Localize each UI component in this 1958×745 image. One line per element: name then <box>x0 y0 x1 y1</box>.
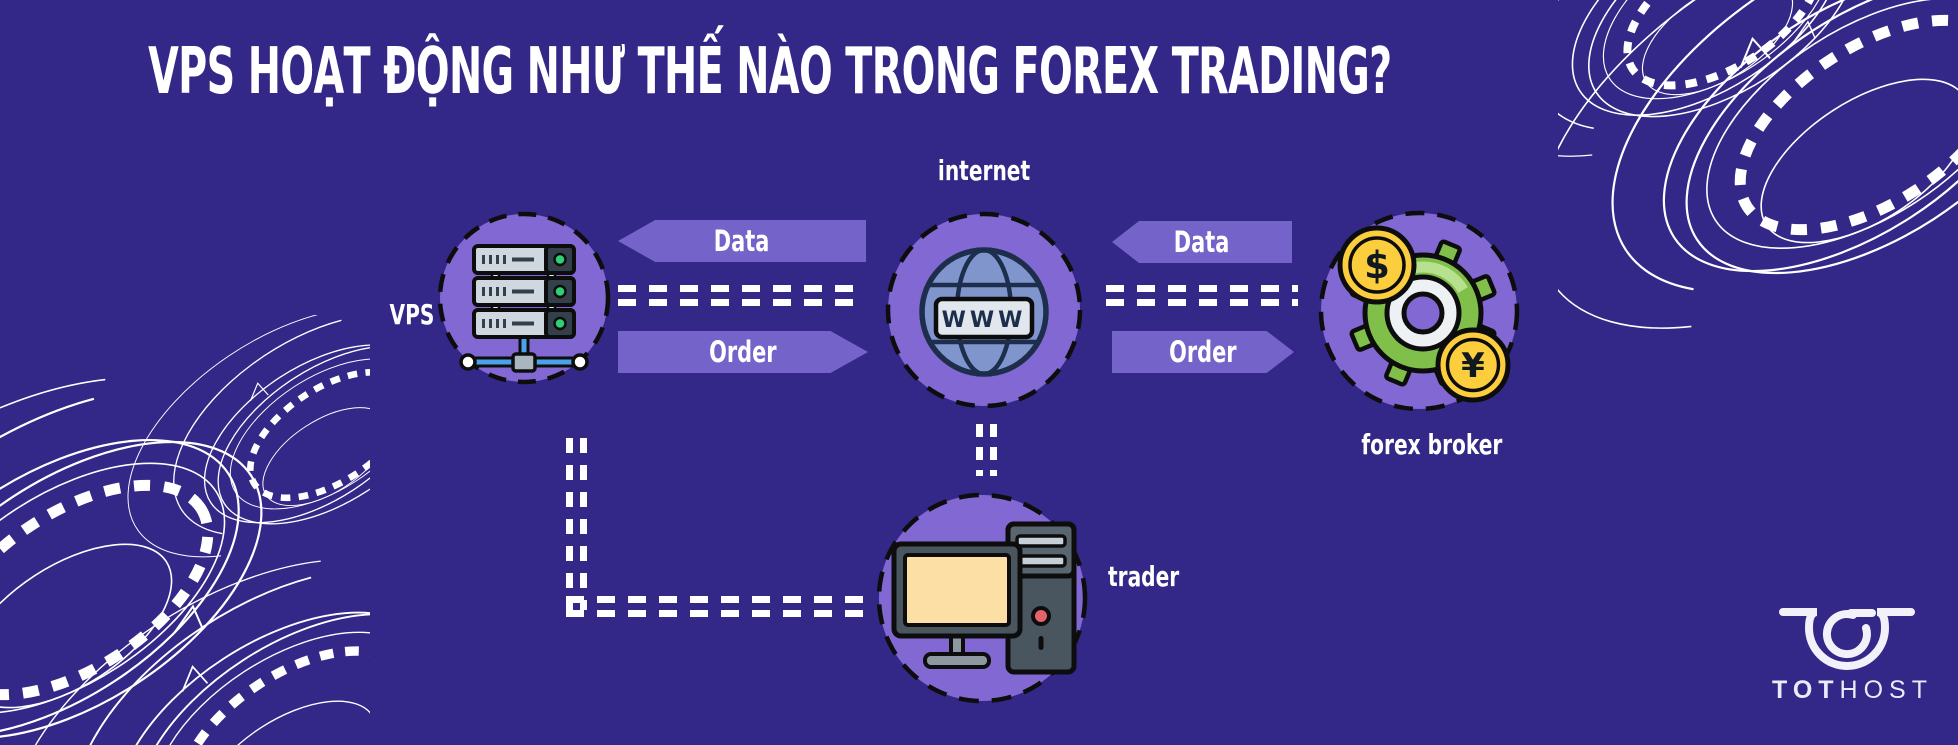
trader-node <box>876 492 1088 704</box>
order-banner-internet-broker: Order <box>1112 331 1294 373</box>
page-title: VPS HOẠT ĐỘNG NHƯ THẾ NÀO TRONG FOREX TR… <box>148 35 1392 109</box>
tothost-logo-mark <box>1779 608 1915 670</box>
www-label: WWW <box>942 308 1027 333</box>
desktop-computer-icon <box>891 521 1077 675</box>
internet-node: WWW <box>885 211 1083 409</box>
server-stack-icon <box>459 244 589 373</box>
corner-orbit-decoration-top-right <box>1558 0 1958 350</box>
www-label-box <box>933 296 1035 340</box>
forex-broker-node: $ ¥ <box>1318 210 1520 412</box>
dashed-link-vps-internet <box>618 285 866 306</box>
logo-text-light: HOST <box>1839 676 1933 704</box>
data-banner-internet-broker: Data <box>1112 221 1292 263</box>
tothost-logo-text: TOTHOST <box>1772 676 1927 705</box>
dashed-link-vps-trader-vertical <box>566 438 587 610</box>
tothost-logo: TOTHOST <box>1772 604 1927 705</box>
dollar-symbol: $ <box>1364 244 1390 287</box>
order-banner-vps-internet: Order <box>618 331 868 373</box>
internet-label: internet <box>937 154 1031 187</box>
globe-icon: WWW <box>919 247 1049 377</box>
forex-broker-label: forex broker <box>1361 428 1503 461</box>
corner-orbit-decoration-bottom-left <box>0 315 370 745</box>
vps-label: VPS <box>389 298 434 331</box>
yen-coin-icon: ¥ <box>1435 327 1511 403</box>
dashed-link-internet-broker <box>1106 285 1298 306</box>
dashed-link-vps-trader-horizontal <box>566 596 868 617</box>
dollar-coin-icon: $ <box>1337 225 1417 305</box>
trader-label: trader <box>1108 560 1180 593</box>
data-banner-vps-internet: Data <box>618 220 866 262</box>
vps-node <box>437 211 611 385</box>
dashed-link-internet-trader <box>976 424 997 476</box>
logo-text-bold: TOT <box>1772 676 1840 704</box>
yen-symbol: ¥ <box>1461 346 1485 386</box>
gear-currency-icon: $ ¥ <box>1337 225 1511 403</box>
